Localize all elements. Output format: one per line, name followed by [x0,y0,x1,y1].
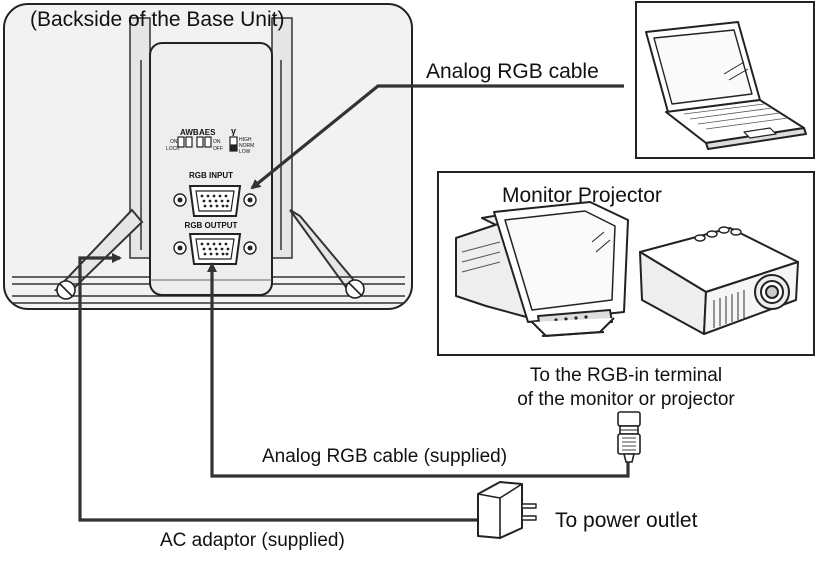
analog-rgb-supplied-label: Analog RGB cable (supplied) [262,446,508,467]
awb-label: AWB [180,128,199,137]
awb-on-label: ON [170,139,178,145]
gamma-label: γ [231,126,236,136]
rgb-in-terminal-line1: To the RGB-in terminal [529,365,723,386]
rgb-output-port: RGB OUTPUT [173,221,257,265]
rgb-output-label: RGB OUTPUT [185,221,238,230]
rail-bolt-left [56,280,76,300]
output-to-monitor-cable [207,262,630,478]
switch-labels: AWB AES ON LOCK ON OFF γ HIGH NORM LOW [166,126,254,155]
aes-label: AES [199,128,216,137]
base-unit-caption: (Backside of the Base Unit) [30,8,285,31]
laptop-icon [645,21,807,150]
monitor-icon [455,201,629,337]
ac-adaptor-label: AC adaptor (supplied) [160,530,345,551]
laptop-to-input-cable [250,84,624,190]
power-outlet-label: To power outlet [555,509,698,532]
switch-gamma [229,136,238,152]
rgb-in-terminal-line2: of the monitor or projector [517,389,735,410]
ac-adaptor-cable [78,253,478,522]
rgb-input-label: RGB INPUT [189,171,233,180]
gamma-low-label: LOW [239,149,251,155]
rgb-input-port: RGB INPUT [173,171,257,217]
aes-off-label: OFF [213,146,223,152]
awb-lock-label: LOCK [166,146,180,152]
analog-rgb-cable-label: Analog RGB cable [426,60,599,83]
gamma-high-label: HIGH [239,137,252,143]
rail-bolt-right [345,279,365,299]
projector-icon [639,226,799,335]
switch-aes [196,136,212,148]
monitor-projector-label: Monitor Projector [502,184,662,207]
vga-connector-icon [617,411,641,463]
gamma-norm-label: NORM [239,143,254,149]
ac-adaptor-icon [477,481,537,539]
switch-awb [177,136,193,148]
aes-on-label: ON [213,139,221,145]
